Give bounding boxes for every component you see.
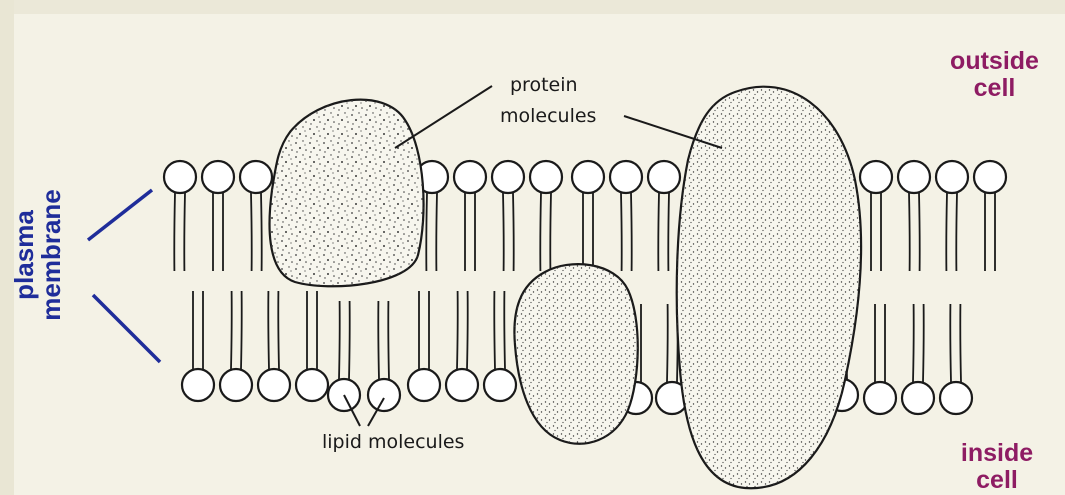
- lipid-head-bottom: [258, 291, 290, 401]
- membrane-bracket-upper: [88, 190, 152, 240]
- lipid-head-bottom: [328, 301, 360, 411]
- lipid-head-top: [454, 161, 486, 271]
- lipid-head-top: [240, 161, 272, 271]
- lipid-head-bottom: [368, 301, 400, 411]
- lipid-head-top: [898, 161, 930, 271]
- lipid-head-bottom: [902, 304, 934, 414]
- protein-pointer-left: [395, 86, 492, 148]
- membrane-bracket-lower: [93, 295, 160, 362]
- membrane-label-line1: plasma: [11, 160, 38, 350]
- protein-callout-line2: molecules: [500, 105, 596, 127]
- lipid-head-bottom: [484, 291, 516, 401]
- membrane-label-line2: membrane: [38, 160, 65, 350]
- lipid-head-top: [572, 161, 604, 271]
- lipid-head-bottom: [296, 291, 328, 401]
- protein-molecule-large-stipple: [677, 87, 861, 489]
- inside-label-line2: cell: [942, 467, 1052, 494]
- inside-cell-label: inside cell: [942, 440, 1052, 494]
- protein-molecule-middle-stipple: [514, 264, 637, 444]
- protein-callout-line1: protein: [510, 74, 578, 96]
- lipid-head-top: [648, 161, 680, 271]
- lipid-head-bottom: [220, 291, 252, 401]
- lipid-head-bottom: [182, 291, 214, 401]
- lipid-head-top: [974, 161, 1006, 271]
- lipid-head-top: [936, 161, 968, 271]
- lipid-head-bottom: [408, 291, 440, 401]
- plasma-membrane-label: plasma membrane: [11, 160, 65, 350]
- outside-cell-label: outside cell: [932, 48, 1057, 102]
- lipid-head-top: [860, 161, 892, 271]
- lipid-head-top: [492, 161, 524, 271]
- lipid-head-top: [202, 161, 234, 271]
- lipid-head-bottom: [864, 304, 896, 414]
- lipid-head-bottom: [940, 304, 972, 414]
- outside-label-line1: outside: [932, 48, 1057, 75]
- lipid-head-top: [610, 161, 642, 271]
- lipid-head-top: [530, 161, 562, 271]
- lipid-head-bottom: [446, 291, 478, 401]
- outside-label-line2: cell: [932, 75, 1057, 102]
- lipid-callout: lipid molecules: [322, 431, 464, 453]
- inside-label-line1: inside: [942, 440, 1052, 467]
- lipid-head-top: [164, 161, 196, 271]
